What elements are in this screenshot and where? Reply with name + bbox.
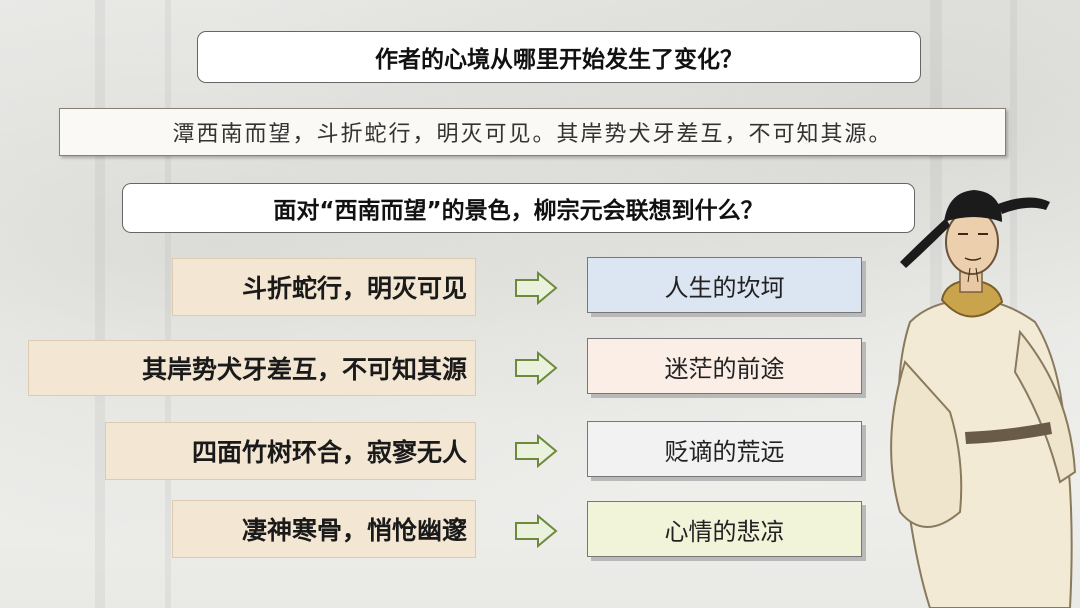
right-arrow-icon [515,514,558,548]
row-2-label: 其岸势犬牙差互，不可知其源 [28,340,476,396]
row-2-result: 迷茫的前途 [587,338,862,394]
question-2: 面对“西南而望”的景色，柳宗元会联想到什么？ [122,183,915,233]
bg-bamboo [165,0,171,608]
bg-bamboo [1010,0,1017,608]
row-1-result: 人生的坎坷 [587,257,862,313]
row-3-result: 贬谪的荒远 [587,421,862,477]
right-arrow-icon [515,351,558,385]
row-4-result: 心情的悲凉 [587,501,862,557]
row-1-label: 斗折蛇行，明灭可见 [172,258,476,316]
bg-bamboo [95,0,105,608]
right-arrow-icon [515,271,558,305]
quote-text: 潭西南而望，斗折蛇行，明灭可见。其岸势犬牙差互，不可知其源。 [59,108,1006,156]
poet-illustration [890,190,1077,608]
row-4-label: 凄神寒骨，悄怆幽邃 [172,500,476,558]
question-1: 作者的心境从哪里开始发生了变化？ [197,31,921,83]
right-arrow-icon [515,434,558,468]
row-3-label: 四面竹树环合，寂寥无人 [105,422,476,480]
